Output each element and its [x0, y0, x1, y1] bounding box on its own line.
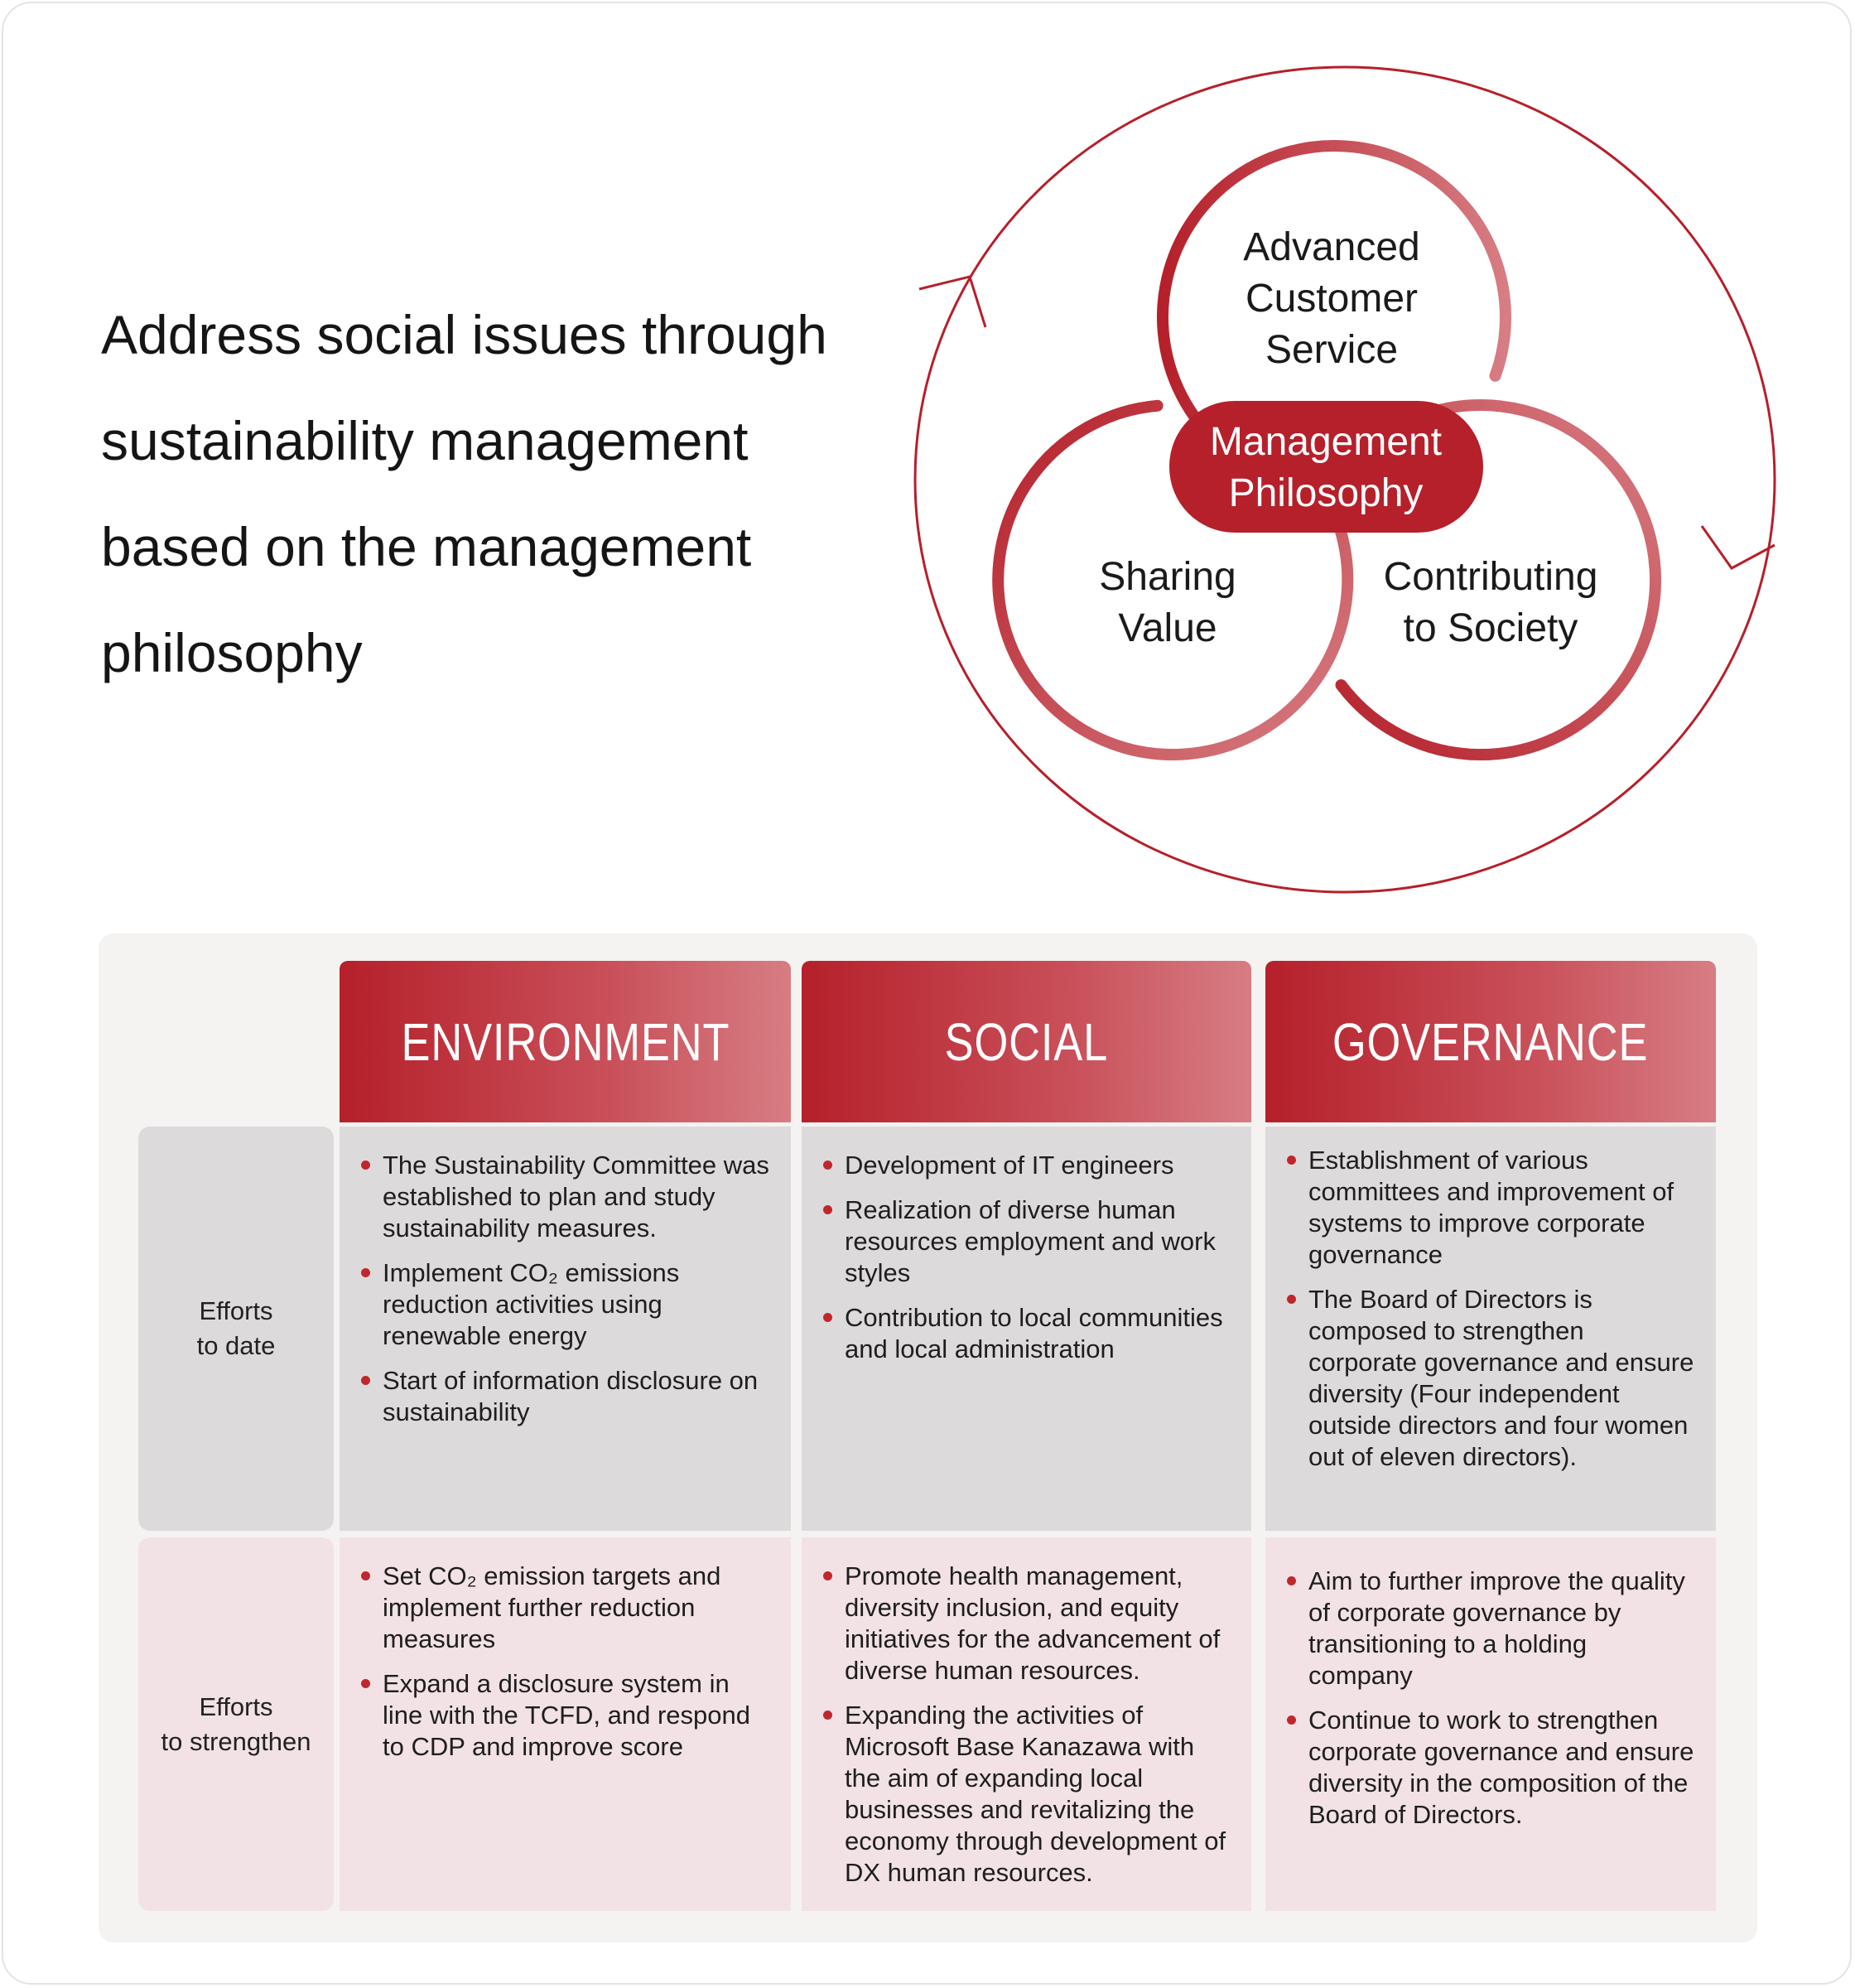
- center-label: Management Philosophy: [1210, 417, 1442, 519]
- bullet-text: Continue to work to strengthen corporate…: [1308, 1706, 1694, 1829]
- bullet-dot-icon: [1287, 1156, 1296, 1165]
- bullet-text: The Board of Directors is composed to st…: [1308, 1285, 1694, 1471]
- label-line: Service: [1265, 328, 1399, 372]
- label-line: to date: [196, 1331, 276, 1360]
- bullet-text: Realization of diverse human resources e…: [845, 1195, 1216, 1287]
- bullet-item: Implement CO₂ emissions reduction activi…: [361, 1257, 771, 1352]
- headline-line: sustainability management: [101, 410, 749, 471]
- bullet-dot-icon: [361, 1160, 370, 1170]
- bullet-text: Start of information disclosure on susta…: [383, 1366, 759, 1426]
- top-circle-label: Advanced Customer Service: [1243, 222, 1420, 376]
- label-line: Advanced: [1243, 225, 1420, 269]
- bullet-text: Aim to further improve the quality of co…: [1308, 1566, 1685, 1690]
- bullet-item: Promote health management, diversity inc…: [823, 1561, 1231, 1686]
- bullet-item: The Sustainability Committee was establi…: [361, 1150, 771, 1244]
- philosophy-diagram: [913, 65, 1776, 894]
- bullet-item: Start of information disclosure on susta…: [361, 1365, 771, 1428]
- bullet-item: Aim to further improve the quality of co…: [1287, 1566, 1696, 1691]
- label-line: Value: [1118, 606, 1217, 650]
- bullet-text: Promote health management, diversity inc…: [845, 1561, 1221, 1685]
- label-line: to Society: [1403, 606, 1578, 650]
- label-line: Contributing: [1383, 555, 1598, 599]
- bullet-dot-icon: [1287, 1576, 1296, 1585]
- bullet-list: Promote health management, diversity inc…: [823, 1561, 1231, 1889]
- cell-governance-to-strengthen: Aim to further improve the quality of co…: [1265, 1537, 1716, 1911]
- label-line: Management: [1209, 420, 1443, 464]
- label-line: Philosophy: [1228, 471, 1424, 515]
- column-header-label: ENVIRONMENT: [401, 1011, 730, 1072]
- bullet-text: Contribution to local communities and lo…: [845, 1303, 1223, 1363]
- bullet-text: Implement CO₂ emissions reduction activi…: [383, 1258, 680, 1350]
- bullet-item: Continue to work to strengthen corporate…: [1287, 1705, 1696, 1831]
- cell-social-to-strengthen: Promote health management, diversity inc…: [802, 1537, 1251, 1911]
- bullet-dot-icon: [823, 1313, 832, 1322]
- label-line: Efforts: [199, 1691, 273, 1721]
- column-header-label: SOCIAL: [944, 1011, 1109, 1072]
- headline-line: Address social issues through: [101, 304, 827, 365]
- bullet-dot-icon: [823, 1160, 832, 1170]
- management-philosophy-pill: [1169, 401, 1483, 533]
- bullet-dot-icon: [361, 1268, 370, 1277]
- bullet-text: Development of IT engineers: [845, 1151, 1174, 1180]
- label-line: Customer: [1245, 277, 1419, 321]
- bullet-item: Realization of diverse human resources e…: [823, 1194, 1231, 1289]
- bullet-list: The Sustainability Committee was establi…: [361, 1150, 771, 1428]
- column-header-label: GOVERNANCE: [1332, 1011, 1649, 1072]
- cell-environment-to-date: The Sustainability Committee was establi…: [340, 1127, 791, 1531]
- column-header-social: SOCIAL: [802, 961, 1251, 1122]
- cell-environment-to-strengthen: Set CO₂ emission targets and implement f…: [340, 1537, 791, 1911]
- column-header-environment: ENVIRONMENT: [340, 961, 791, 1122]
- bullet-dot-icon: [361, 1571, 370, 1580]
- bullet-dot-icon: [823, 1711, 832, 1720]
- headline-line: philosophy: [101, 622, 363, 683]
- arrow-down-icon: [1700, 525, 1776, 570]
- bullet-text: Expanding the activities of Microsoft Ba…: [845, 1701, 1226, 1887]
- bullet-text: Expand a disclosure system in line with …: [383, 1669, 750, 1761]
- headline: Address social issues through sustainabi…: [101, 282, 863, 706]
- bullet-text: Establishment of various committees and …: [1308, 1146, 1674, 1269]
- label-line: to strengthen: [161, 1726, 311, 1756]
- label-line: Sharing: [1099, 555, 1236, 599]
- bullet-text: Set CO₂ emission targets and implement f…: [383, 1561, 721, 1653]
- bullet-dot-icon: [361, 1376, 370, 1385]
- bullet-dot-icon: [1287, 1295, 1296, 1304]
- bullet-item: Expanding the activities of Microsoft Ba…: [823, 1700, 1231, 1889]
- bullet-dot-icon: [823, 1571, 832, 1580]
- bullet-list: Establishment of various committees and …: [1287, 1145, 1696, 1473]
- headline-line: based on the management: [101, 516, 752, 577]
- cycle-ring: [913, 65, 1776, 894]
- column-header-governance: GOVERNANCE: [1265, 961, 1716, 1122]
- bullet-item: Expand a disclosure system in line with …: [361, 1668, 771, 1763]
- label-line: Efforts: [199, 1296, 273, 1325]
- bullet-list: Aim to further improve the quality of co…: [1287, 1566, 1696, 1831]
- left-circle-arc: [992, 399, 1354, 760]
- row-label-efforts-to-strengthen: Efforts to strengthen: [138, 1537, 334, 1911]
- bullet-dot-icon: [823, 1205, 832, 1214]
- bullet-item: The Board of Directors is composed to st…: [1287, 1284, 1696, 1473]
- bullet-dot-icon: [1287, 1715, 1296, 1725]
- bullet-item: Development of IT engineers: [823, 1150, 1231, 1181]
- right-circle-label: Contributing to Society: [1384, 552, 1598, 654]
- left-circle-label: Sharing Value: [1099, 552, 1236, 654]
- row-label-efforts-to-date: Efforts to date: [138, 1127, 334, 1531]
- bullet-item: Contribution to local communities and lo…: [823, 1302, 1231, 1365]
- arrow-up-icon: [918, 275, 987, 328]
- cell-governance-to-date: Establishment of various committees and …: [1265, 1127, 1716, 1531]
- bullet-item: Set CO₂ emission targets and implement f…: [361, 1561, 771, 1655]
- bullet-list: Set CO₂ emission targets and implement f…: [361, 1561, 771, 1763]
- bullet-item: Establishment of various committees and …: [1287, 1145, 1696, 1271]
- bullet-dot-icon: [361, 1679, 370, 1688]
- top-circle-arc: [1157, 140, 1511, 455]
- bullet-text: The Sustainability Committee was establi…: [383, 1151, 769, 1242]
